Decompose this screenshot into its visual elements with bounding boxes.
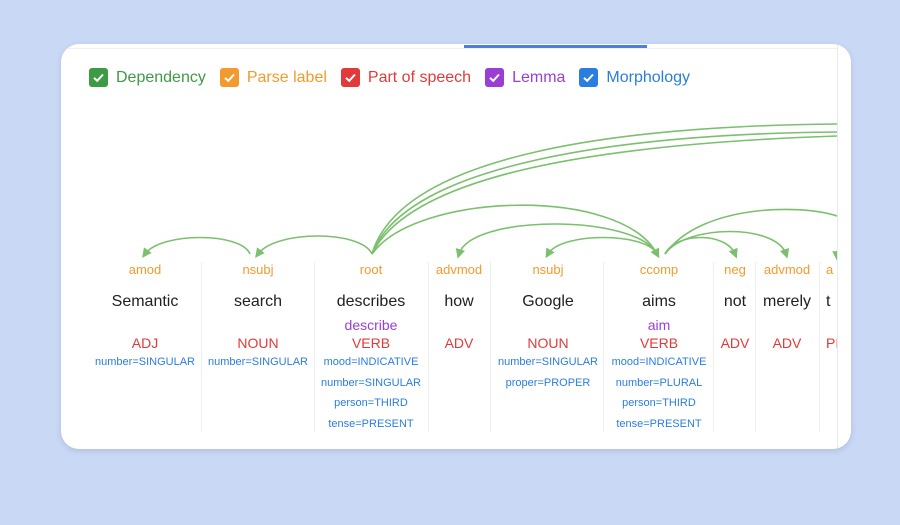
column-divider bbox=[490, 262, 491, 432]
token-lemma bbox=[757, 312, 817, 332]
toggle-lemma[interactable]: Lemma bbox=[485, 68, 565, 87]
parse-label: nsubj bbox=[532, 262, 564, 277]
token-morph: number=SINGULAR bbox=[498, 356, 598, 368]
token-word: Google bbox=[522, 293, 574, 310]
checkbox-checked-icon[interactable] bbox=[340, 68, 360, 87]
dependency-arc bbox=[664, 236, 738, 259]
parse-label: a bbox=[826, 262, 834, 277]
toggle-parse-label[interactable]: Parse label bbox=[219, 68, 327, 87]
dependency-arcs bbox=[142, 123, 837, 261]
token-column[interactable]: advmod merely ADV bbox=[757, 260, 817, 352]
token-column[interactable]: ccomp aims aim VERB mood=INDICATIVE numb… bbox=[606, 260, 712, 434]
checkbox-checked-icon[interactable] bbox=[219, 68, 239, 87]
token-column[interactable]: amod Semantic ADJ number=SINGULAR bbox=[90, 260, 200, 373]
dependency-arc bbox=[371, 131, 837, 255]
toggle-part-of-speech[interactable]: Part of speech bbox=[340, 68, 472, 87]
token-morph: number=PLURAL bbox=[615, 376, 703, 389]
token-pos: VERB bbox=[639, 335, 679, 351]
syntax-card: Dependency Parse label Part of speech Le… bbox=[61, 44, 851, 449]
token-morph: number=SINGULAR bbox=[321, 376, 421, 389]
active-tab-indicator bbox=[464, 45, 647, 48]
dependency-arc bbox=[142, 236, 251, 258]
checkbox-checked-icon[interactable] bbox=[485, 68, 505, 87]
token-morph: number=SINGULAR bbox=[208, 356, 308, 368]
divider bbox=[61, 48, 837, 49]
checkbox-checked-icon[interactable] bbox=[89, 68, 108, 87]
parse-label: ccomp bbox=[639, 262, 679, 277]
column-divider bbox=[603, 262, 604, 432]
column-divider bbox=[314, 262, 315, 432]
parse-label: advmod bbox=[435, 262, 483, 277]
token-morph: mood=INDICATIVE bbox=[611, 356, 707, 368]
toggle-lemma-label: Lemma bbox=[512, 68, 566, 86]
dependency-arc bbox=[371, 135, 837, 255]
dependency-arc bbox=[371, 123, 837, 255]
token-pos: NOUN bbox=[237, 335, 279, 351]
parse-label: amod bbox=[128, 262, 162, 277]
toggle-parse-label-label: Parse label bbox=[246, 68, 327, 86]
token-word: describes bbox=[336, 293, 406, 310]
token-column[interactable]: nsubj Google NOUN number=SINGULAR proper… bbox=[493, 260, 603, 393]
token-word: search bbox=[233, 293, 283, 310]
token-pos: ADJ bbox=[131, 335, 159, 351]
toggle-morphology[interactable]: Morphology bbox=[579, 68, 690, 87]
token-lemma bbox=[493, 312, 603, 332]
checkbox-checked-icon[interactable] bbox=[579, 68, 599, 87]
toggle-dependency[interactable]: Dependency bbox=[89, 68, 206, 87]
token-lemma bbox=[826, 312, 837, 332]
parse-label: advmod bbox=[763, 262, 811, 277]
token-word: Semantic bbox=[111, 293, 179, 310]
token-word: t bbox=[826, 293, 831, 310]
dependency-arc bbox=[371, 204, 660, 259]
token-pos: NOUN bbox=[527, 335, 569, 351]
parse-label: root bbox=[359, 262, 383, 277]
token-column[interactable]: neg not ADV bbox=[715, 260, 755, 352]
token-word: aims bbox=[642, 293, 676, 310]
token-morph: mood=INDICATIVE bbox=[323, 356, 419, 368]
dependency-arc bbox=[664, 208, 837, 255]
parse-label: nsubj bbox=[242, 262, 274, 277]
toggle-morphology-label: Morphology bbox=[606, 68, 691, 86]
token-morph: person=THIRD bbox=[334, 397, 408, 409]
column-divider bbox=[428, 262, 429, 432]
column-divider bbox=[201, 262, 202, 432]
token-morph: number=SINGULAR bbox=[95, 356, 195, 368]
token-pos: ADV bbox=[720, 335, 750, 351]
dependency-arc bbox=[455, 223, 658, 259]
token-word: not bbox=[723, 293, 747, 310]
token-column[interactable]: root describes describe VERB mood=INDICA… bbox=[316, 260, 426, 434]
token-pos: PI bbox=[826, 335, 837, 351]
token-pos: ADV bbox=[772, 335, 802, 351]
token-lemma bbox=[90, 312, 200, 332]
toggle-part-of-speech-label: Part of speech bbox=[367, 68, 472, 86]
column-divider bbox=[713, 262, 714, 432]
token-pos: ADV bbox=[444, 335, 474, 351]
token-word: merely bbox=[762, 293, 811, 310]
panel-divider bbox=[837, 44, 838, 449]
parse-label: neg bbox=[724, 262, 746, 277]
token-morph: tense=PRESENT bbox=[616, 417, 702, 430]
column-divider bbox=[819, 262, 820, 432]
token-morph: proper=PROPER bbox=[505, 376, 591, 389]
token-column[interactable]: advmod how ADV bbox=[429, 260, 489, 352]
token-lemma: describe bbox=[344, 317, 398, 333]
dependency-arc bbox=[255, 235, 373, 258]
token-morph: tense=PRESENT bbox=[328, 417, 414, 430]
dependency-visualization: amod Semantic ADJ number=SINGULAR nsubj … bbox=[61, 44, 837, 449]
toggle-dependency-label: Dependency bbox=[116, 68, 206, 86]
token-lemma bbox=[203, 312, 313, 332]
dependency-arc bbox=[545, 236, 658, 259]
token-pos: VERB bbox=[351, 335, 391, 351]
token-column-partial[interactable]: a t PI bbox=[821, 260, 837, 352]
token-column[interactable]: nsubj search NOUN number=SINGULAR bbox=[203, 260, 313, 373]
dependency-arc bbox=[664, 230, 790, 259]
layer-toggle-legend: Dependency Parse label Part of speech Le… bbox=[89, 68, 704, 87]
token-lemma bbox=[715, 312, 755, 332]
token-lemma bbox=[429, 312, 489, 332]
column-divider bbox=[755, 262, 756, 432]
token-morph: person=THIRD bbox=[622, 397, 696, 409]
token-word: how bbox=[444, 293, 474, 310]
token-lemma: aim bbox=[647, 317, 671, 333]
